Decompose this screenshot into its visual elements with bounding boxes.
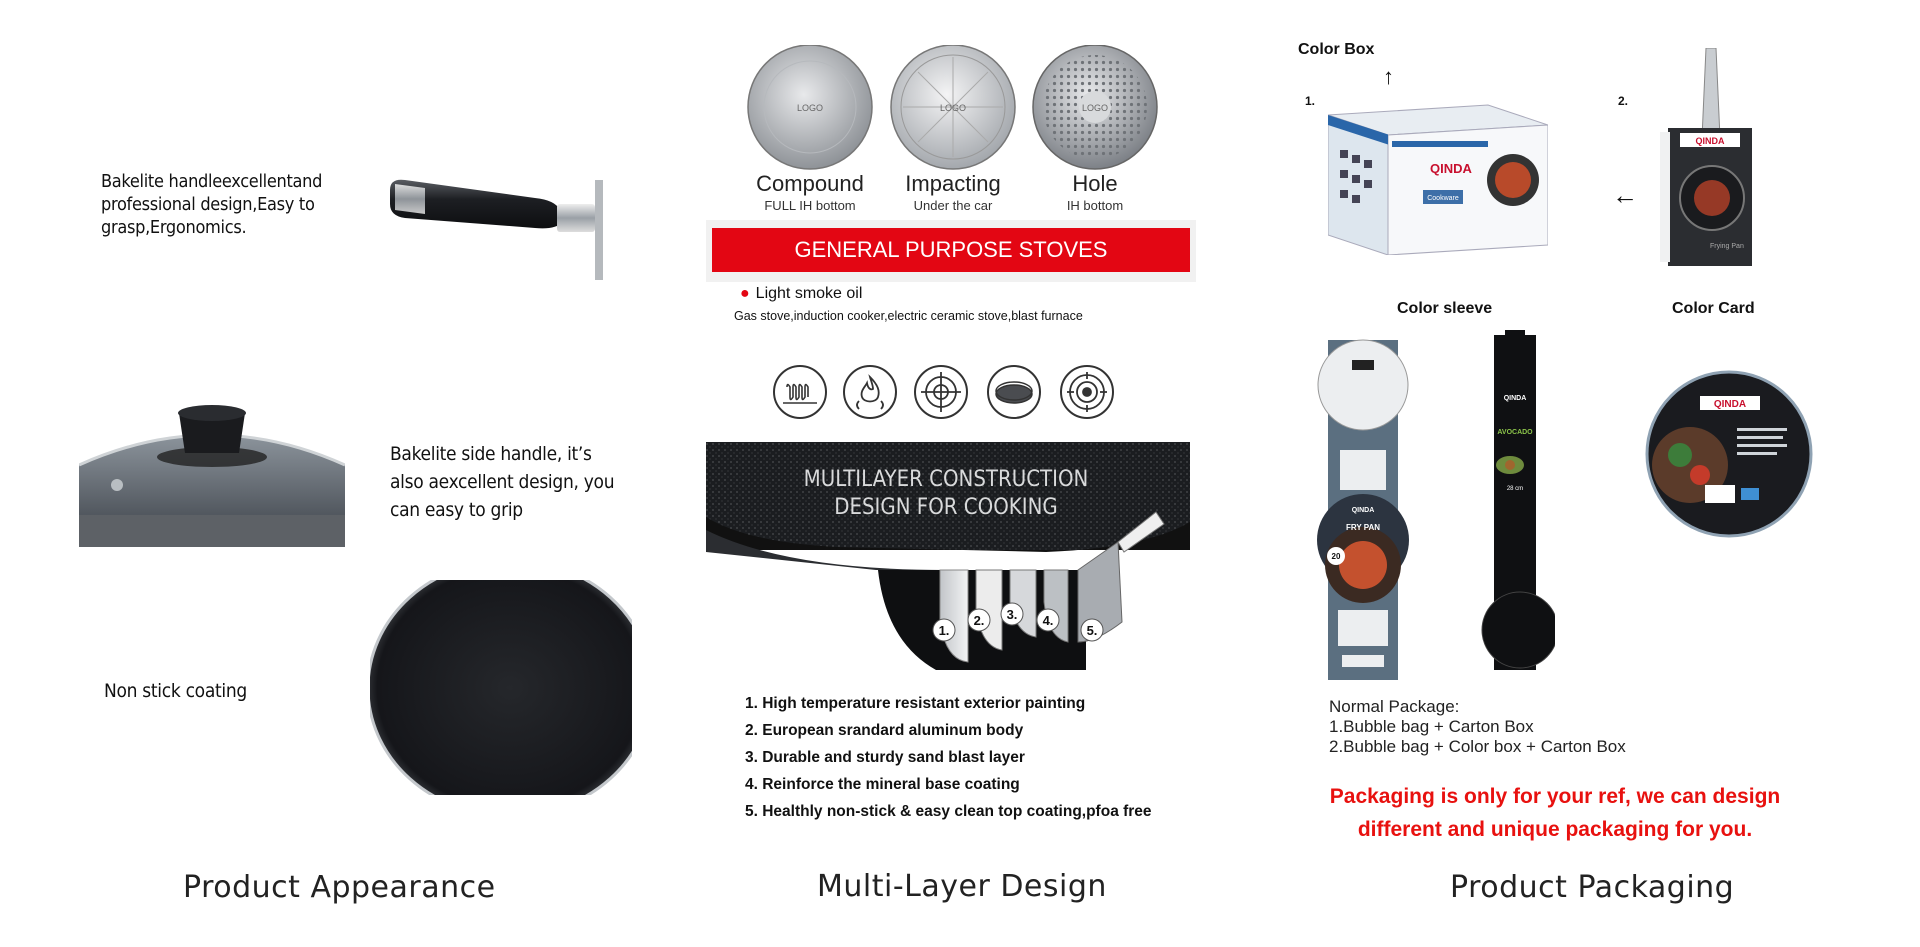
normal-package-option-2: 2.Bubble bag + Color box + Carton Box	[1329, 737, 1626, 756]
feature-list: 1. High temperature resistant exterior p…	[745, 690, 1152, 825]
hole-bottom-disc-icon: LOGO	[1032, 45, 1158, 170]
svg-text:LOGO: LOGO	[797, 103, 823, 113]
impacting-bottom-disc-icon: LOGO	[890, 45, 1016, 170]
svg-text:2.: 2.	[974, 613, 985, 628]
multi-layer-design-title: Multi-Layer Design	[817, 869, 1107, 904]
svg-text:QINDA: QINDA	[1714, 399, 1746, 410]
feature-item: 1. High temperature resistant exterior p…	[745, 695, 1086, 712]
nonstick-pan-image	[360, 580, 632, 795]
svg-text:5.: 5.	[1087, 623, 1098, 638]
svg-text:20: 20	[1332, 552, 1341, 561]
glass-lid-image	[79, 405, 345, 547]
svg-text:AVOCADO: AVOCADO	[1497, 429, 1533, 436]
svg-text:3.: 3.	[1007, 607, 1018, 622]
compound-bottom-disc-icon: LOGO	[747, 45, 873, 170]
normal-package-option-1: 1.Bubble bag + Carton Box	[1329, 717, 1534, 736]
color-card-title: Color Card	[1672, 300, 1755, 317]
construction-line-2: DESIGN FOR COOKING	[834, 495, 1058, 520]
svg-text:QINDA: QINDA	[1430, 161, 1473, 176]
impacting-sub: Under the car	[913, 198, 993, 213]
bakelite-handle-image	[390, 179, 603, 280]
left-arrow-icon: ←	[1612, 180, 1638, 210]
feature-item: 5. Healthly non-stick & easy clean top c…	[745, 803, 1152, 820]
color-box-image: QINDA Cookware	[1328, 104, 1548, 255]
color-sleeve-1-image: FRY PAN 20 QINDA	[1317, 339, 1409, 680]
packaging-note-line-2: different and unique packaging for you.	[1357, 818, 1753, 841]
coating-description: Non stick coating	[104, 680, 247, 702]
feature-item: 2. European srandard aluminum body	[745, 722, 1024, 739]
svg-text:QINDA: QINDA	[1504, 395, 1527, 402]
light-smoke-oil-text: Light smoke oil	[755, 285, 863, 302]
gas-burner-icon	[914, 365, 968, 419]
svg-text:QINDA: QINDA	[1696, 136, 1726, 146]
light-smoke-oil: ● Light smoke oil	[740, 285, 862, 303]
gas-flame-icon	[843, 365, 897, 419]
hole-sub: IH bottom	[1066, 198, 1124, 213]
bottom-compound: LOGO Compound FULL IH bottom	[745, 45, 875, 215]
product-packaging-title: Product Packaging	[1450, 870, 1735, 905]
red-bullet-icon: ●	[740, 285, 750, 302]
color-box-title: Color Box	[1298, 41, 1375, 58]
bottom-impacting: LOGO Impacting Under the car	[888, 45, 1018, 215]
handle-description: Bakelite handleexcellentand professional…	[101, 171, 323, 238]
feature-item: 3. Durable and sturdy sand blast layer	[745, 749, 1025, 766]
compound-sub: FULL IH bottom	[764, 198, 856, 213]
product-appearance-title: Product Appearance	[183, 870, 496, 905]
multilayer-pan-image: MULTILAYER CONSTRUCTION DESIGN FOR COOKI…	[706, 442, 1190, 670]
svg-text:Frying Pan: Frying Pan	[1710, 243, 1744, 250]
normal-package-title: Normal Package:	[1329, 697, 1460, 716]
compound-label: Compound	[756, 171, 864, 196]
coil-stove-icon	[773, 365, 827, 419]
color-sleeve-title: Color sleeve	[1397, 300, 1493, 317]
stove-types-text: Gas stove,induction cooker,electric cera…	[734, 309, 1083, 323]
svg-text:LOGO: LOGO	[940, 103, 966, 113]
bottom-hole: LOGO Hole IH bottom	[1030, 45, 1160, 215]
svg-text:QINDA: QINDA	[1352, 507, 1375, 514]
svg-text:LOGO: LOGO	[1082, 103, 1108, 113]
induction-icon	[1060, 365, 1114, 419]
box2-number: 2.	[1618, 94, 1629, 108]
svg-text:FRY PAN: FRY PAN	[1346, 523, 1380, 532]
frying-pan-box-image: QINDA Frying Pan	[1660, 48, 1752, 266]
feature-item: 4. Reinforce the mineral base coating	[745, 776, 1020, 793]
box1-number: 1.	[1305, 94, 1316, 108]
color-sleeve-2-image: QINDA AVOCADO 28 cm	[1481, 330, 1555, 670]
side-handle-description: Bakelite side handle, it’s also aexcelle…	[390, 443, 615, 521]
general-purpose-stoves-banner: GENERAL PURPOSE STOVES	[712, 228, 1190, 272]
svg-text:28 cm: 28 cm	[1507, 486, 1523, 492]
construction-line-1: MULTILAYER CONSTRUCTION	[804, 467, 1089, 492]
svg-text:1.: 1.	[939, 623, 950, 638]
svg-text:4.: 4.	[1043, 613, 1054, 628]
ceramic-plate-icon	[987, 365, 1041, 419]
packaging-note-line-1: Packaging is only for your ref, we can d…	[1329, 785, 1781, 808]
svg-text:Cookware: Cookware	[1427, 195, 1459, 202]
hole-label: Hole	[1072, 171, 1118, 196]
impacting-label: Impacting	[905, 171, 1001, 196]
color-card-image: QINDA	[1645, 370, 1813, 538]
up-arrow-icon: ↑	[1383, 64, 1394, 89]
